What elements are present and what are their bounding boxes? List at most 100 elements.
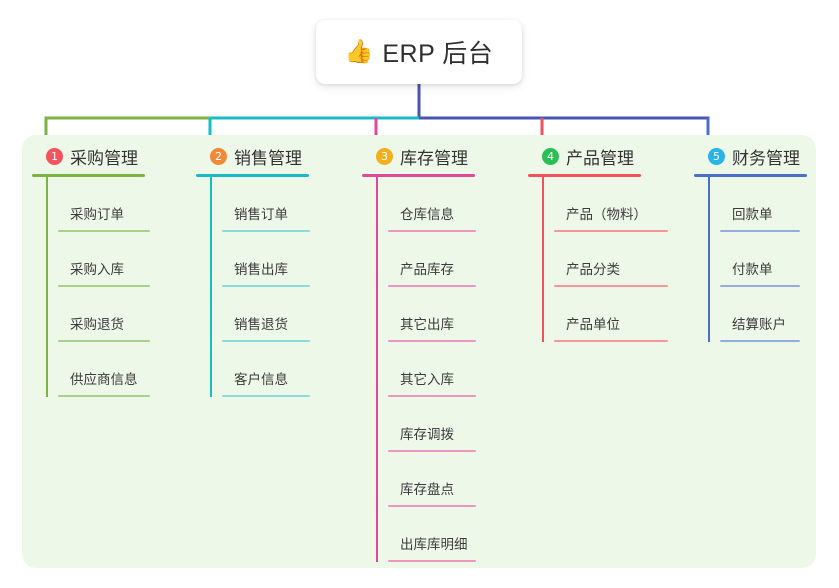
column-badge-5: 5 (708, 147, 725, 165)
leaf-item-rule (720, 230, 800, 232)
leaf-item[interactable]: 库存调拨 (376, 397, 476, 452)
leaf-item-label: 客户信息 (234, 372, 288, 387)
leaf-item-label: 付款单 (732, 262, 773, 277)
column-3: 3 库存管理仓库信息产品库存其它出库其它入库库存调拨库存盘点出库库明细 (362, 143, 476, 562)
leaf-item-rule (222, 395, 310, 397)
column-title: 产品管理 (566, 148, 634, 168)
column-header-3[interactable]: 3 库存管理 (364, 143, 475, 169)
leaf-item[interactable]: 产品（物料） (542, 177, 668, 232)
column-header-rule (362, 174, 475, 177)
column-header-rule (694, 174, 807, 177)
leaf-item[interactable]: 采购退货 (46, 287, 150, 342)
leaf-item-label: 产品库存 (400, 262, 454, 277)
branch-trunk (46, 177, 48, 397)
leaf-item-label: 出库库明细 (400, 537, 468, 552)
column-badge-3: 3 (376, 147, 393, 165)
leaf-item[interactable]: 销售出库 (210, 232, 310, 287)
leaf-item[interactable]: 结算账户 (708, 287, 807, 342)
leaf-item[interactable]: 产品分类 (542, 232, 668, 287)
column-badge-2: 2 (210, 147, 227, 165)
leaf-item-label: 仓库信息 (400, 207, 454, 222)
leaf-item-rule (388, 340, 476, 342)
column-title: 销售管理 (234, 148, 302, 168)
leaf-item-label: 结算账户 (732, 317, 786, 332)
leaf-item-rule (58, 395, 150, 397)
leaf-item-rule (58, 340, 150, 342)
leaf-item-label: 销售出库 (234, 262, 288, 277)
column-header-rule (32, 174, 145, 177)
branch-trunk (210, 177, 212, 397)
column-branch: 产品（物料） 产品分类产品单位 (530, 177, 668, 342)
column-title: 采购管理 (70, 148, 138, 168)
leaf-item-label: 库存盘点 (400, 482, 454, 497)
column-header-2[interactable]: 2 销售管理 (198, 143, 309, 169)
branch-trunk (708, 177, 710, 342)
leaf-item[interactable]: 库存盘点 (376, 452, 476, 507)
leaf-item-label: 采购订单 (70, 207, 124, 222)
leaf-item-rule (58, 230, 150, 232)
leaf-item-label: 采购入库 (70, 262, 124, 277)
leaf-item-label: 回款单 (732, 207, 773, 222)
leaf-item-label: 其它出库 (400, 317, 454, 332)
column-4: 4 产品管理产品（物料） 产品分类产品单位 (528, 143, 668, 342)
leaf-item[interactable]: 其它入库 (376, 342, 476, 397)
branch-trunk (542, 177, 544, 342)
leaf-item[interactable]: 出库库明细 (376, 507, 476, 562)
leaf-item-label: 销售订单 (234, 207, 288, 222)
leaf-item[interactable]: 产品库存 (376, 232, 476, 287)
column-title: 库存管理 (400, 148, 468, 168)
column-header-1[interactable]: 1 采购管理 (34, 143, 145, 169)
leaf-item-label: 销售退货 (234, 317, 288, 332)
leaf-item-rule (554, 230, 668, 232)
column-2: 2 销售管理销售订单销售出库销售退货客户信息 (196, 143, 310, 397)
leaf-item-rule (222, 230, 310, 232)
leaf-item-rule (720, 285, 800, 287)
leaf-item[interactable]: 供应商信息 (46, 342, 150, 397)
thumbs-up-icon: 👍 (344, 38, 374, 65)
column-branch: 仓库信息产品库存其它出库其它入库库存调拨库存盘点出库库明细 (364, 177, 476, 562)
root-node-title: ERP 后台 (382, 40, 494, 68)
leaf-item-rule (554, 340, 668, 342)
leaf-item-rule (388, 505, 476, 507)
leaf-item[interactable]: 采购订单 (46, 177, 150, 232)
column-1: 1 采购管理采购订单采购入库采购退货供应商信息 (32, 143, 150, 397)
leaf-item-rule (388, 560, 476, 562)
leaf-item-label: 产品（物料） (566, 207, 647, 222)
column-5: 5 财务管理回款单付款单结算账户 (694, 143, 807, 342)
leaf-item[interactable]: 付款单 (708, 232, 807, 287)
leaf-item-rule (388, 230, 476, 232)
leaf-item-label: 采购退货 (70, 317, 124, 332)
leaf-item-rule (720, 340, 800, 342)
column-header-rule (196, 174, 309, 177)
leaf-item-label: 库存调拨 (400, 427, 454, 442)
leaf-item-label: 其它入库 (400, 372, 454, 387)
diagram-panel (22, 135, 816, 568)
leaf-item-rule (58, 285, 150, 287)
leaf-item[interactable]: 采购入库 (46, 232, 150, 287)
leaf-item-label: 产品分类 (566, 262, 620, 277)
leaf-item[interactable]: 仓库信息 (376, 177, 476, 232)
column-branch: 销售订单销售出库销售退货客户信息 (198, 177, 310, 397)
root-node[interactable]: 👍 ERP 后台 (316, 20, 522, 84)
leaf-item-rule (388, 395, 476, 397)
leaf-item[interactable]: 客户信息 (210, 342, 310, 397)
column-badge-1: 1 (46, 147, 63, 165)
column-header-5[interactable]: 5 财务管理 (696, 143, 807, 169)
leaf-item-label: 供应商信息 (70, 372, 138, 387)
leaf-item[interactable]: 销售退货 (210, 287, 310, 342)
column-header-4[interactable]: 4 产品管理 (530, 143, 641, 169)
column-title: 财务管理 (732, 148, 800, 168)
leaf-item-rule (388, 450, 476, 452)
leaf-item-label: 产品单位 (566, 317, 620, 332)
leaf-item-rule (222, 285, 310, 287)
column-branch: 回款单付款单结算账户 (696, 177, 807, 342)
column-badge-4: 4 (542, 147, 559, 165)
leaf-item-rule (554, 285, 668, 287)
leaf-item-rule (222, 340, 310, 342)
leaf-item[interactable]: 销售订单 (210, 177, 310, 232)
leaf-item[interactable]: 产品单位 (542, 287, 668, 342)
leaf-item[interactable]: 其它出库 (376, 287, 476, 342)
column-branch: 采购订单采购入库采购退货供应商信息 (34, 177, 150, 397)
leaf-item[interactable]: 回款单 (708, 177, 807, 232)
leaf-item-rule (388, 285, 476, 287)
